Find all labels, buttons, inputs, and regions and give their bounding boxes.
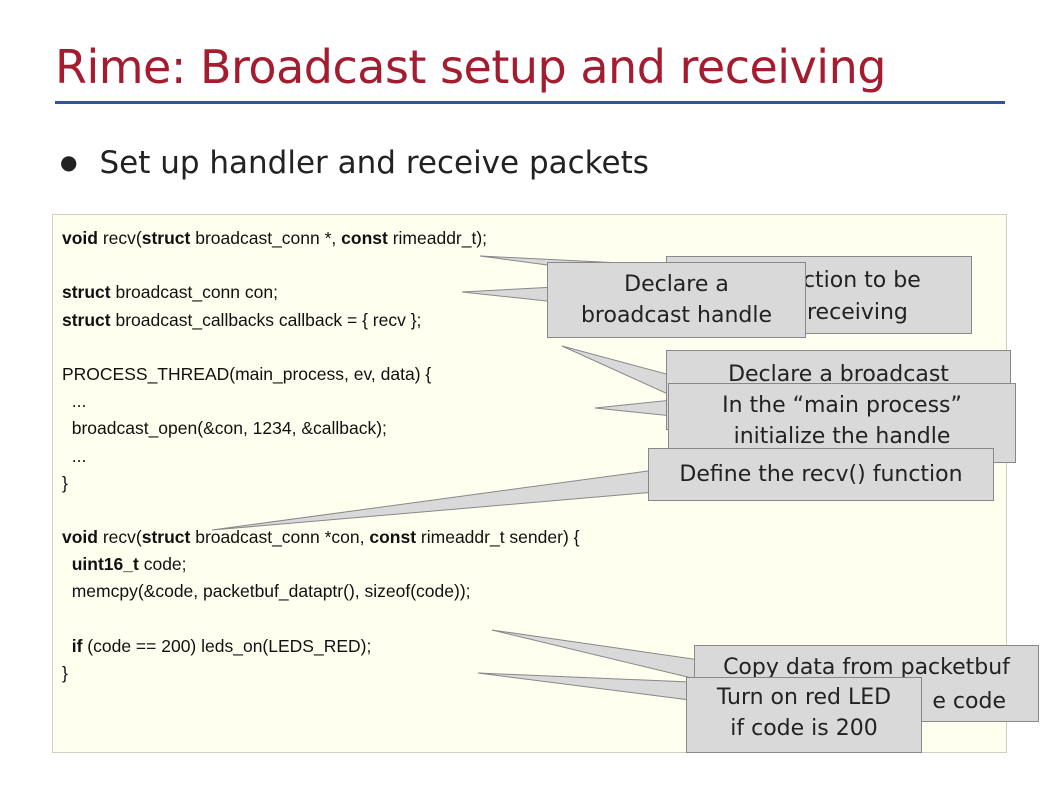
code-line: void recv(struct broadcast_conn *con, co…: [62, 524, 579, 551]
code-line: void recv(struct broadcast_conn *, const…: [62, 225, 579, 252]
callout-text: In the “main process”: [722, 393, 962, 418]
code-keyword: struct: [141, 527, 191, 548]
callout-define-recv: Define the recv() function: [648, 448, 994, 501]
code-text: rimeaddr_t);: [387, 228, 488, 248]
code-text: rimeaddr_t sender) {: [416, 527, 580, 548]
code-text: broadcast_callbacks callback = { recv };: [110, 309, 422, 330]
bullet-dot-icon: ●: [60, 150, 78, 174]
callout-text: Declare a: [624, 272, 729, 297]
code-keyword: const: [341, 228, 388, 248]
code-line: struct broadcast_callbacks callback = { …: [62, 307, 579, 334]
code-keyword: struct: [62, 282, 111, 303]
callout-text: Copy data from packetbuf: [723, 655, 1010, 680]
code-line: broadcast_open(&con, 1234, &callback);: [62, 418, 387, 439]
code-text: code;: [138, 554, 187, 575]
callout-text: broadcast handle: [580, 303, 773, 328]
code-line: }: [62, 472, 68, 493]
callout-red-led: Turn on red LED if code is 200: [686, 677, 922, 753]
code-keyword: struct: [141, 228, 191, 248]
callout-text: if code is 200: [730, 716, 878, 741]
slide-title: Rime: Broadcast setup and receiving: [55, 40, 886, 94]
code-text: recv(: [97, 228, 142, 248]
code-text: recv(: [97, 527, 142, 548]
code-line: }: [62, 663, 68, 683]
pointer-main: [594, 399, 673, 417]
code-text: broadcast_conn con;: [110, 282, 278, 303]
callout-text: Declare a broadcast: [728, 362, 949, 387]
code-keyword: void: [62, 527, 98, 548]
code-keyword: void: [62, 228, 98, 248]
code-line: ...: [62, 445, 87, 466]
pointer-copy: [491, 629, 701, 681]
code-keyword: uint16_t: [71, 554, 139, 575]
callout-declare-handle: Declare a broadcast handle: [547, 262, 806, 338]
title-underline: [55, 101, 1005, 104]
code-line: ...: [62, 391, 87, 412]
code-line: PROCESS_THREAD(main_process, ev, data) {: [62, 363, 432, 384]
pointer-recv: [211, 469, 656, 531]
code-line: memcpy(&code, packetbuf_dataptr(), sizeo…: [62, 581, 471, 602]
pointer-bcast: [561, 345, 671, 396]
code-text: broadcast_conn *,: [190, 228, 342, 248]
code-text: broadcast_conn *con,: [190, 527, 370, 548]
bullet-text: Set up handler and receive packets: [99, 145, 649, 181]
code-line: if (code == 200) leds_on(LEDS_RED);: [62, 633, 579, 660]
code-text: (code == 200) leds_on(LEDS_RED);: [82, 635, 372, 656]
callout-text: receiving: [807, 300, 908, 325]
code-line: uint16_t code;: [62, 551, 579, 578]
code-keyword: const: [369, 527, 417, 548]
callout-text: Define the recv() function: [679, 462, 963, 487]
callout-text: initialize the handle: [733, 424, 951, 449]
pointer-led: [477, 672, 691, 701]
bullet-item: ● Set up handler and receive packets: [60, 145, 649, 181]
callout-text: nction to be: [789, 268, 921, 293]
callout-text: e code: [932, 689, 1006, 714]
callout-text: Turn on red LED: [716, 685, 892, 710]
code-line: struct broadcast_conn con;: [62, 279, 579, 306]
code-keyword: struct: [62, 309, 111, 330]
code-keyword: if: [71, 635, 83, 656]
code-listing: void recv(struct broadcast_conn *, const…: [62, 225, 579, 687]
